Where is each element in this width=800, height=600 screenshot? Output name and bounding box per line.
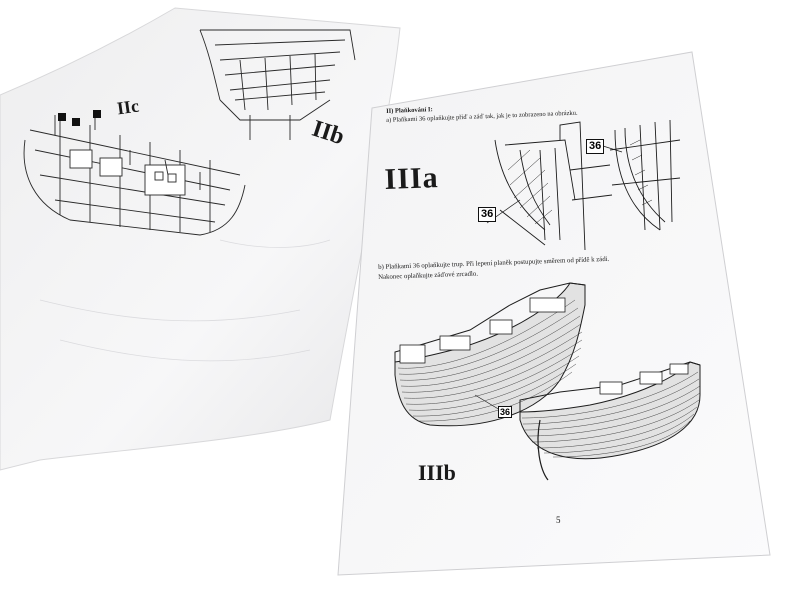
page-number: 5 <box>556 515 561 525</box>
figure-iiia-bow-hatch <box>629 139 653 206</box>
figure-iiia-label: IIIa <box>384 161 440 196</box>
figure-iiib-label: IIIb <box>418 460 456 485</box>
figure-iiib-hull-left <box>394 282 586 427</box>
back-hull-drawing-top <box>199 29 356 140</box>
figure-iiia-stern-drawing <box>494 121 613 251</box>
figure-iiib-hull-right <box>519 361 701 481</box>
part-number-callout-bow: 36 <box>586 139 605 154</box>
figure-iiia-planking-hatch <box>507 149 553 225</box>
part-number-callout-hull: 36 <box>498 406 513 418</box>
back-hull-drawing-left <box>23 112 246 236</box>
figure-iiia-bow-drawing <box>609 119 681 231</box>
part-number-callout: 36 <box>478 207 497 222</box>
